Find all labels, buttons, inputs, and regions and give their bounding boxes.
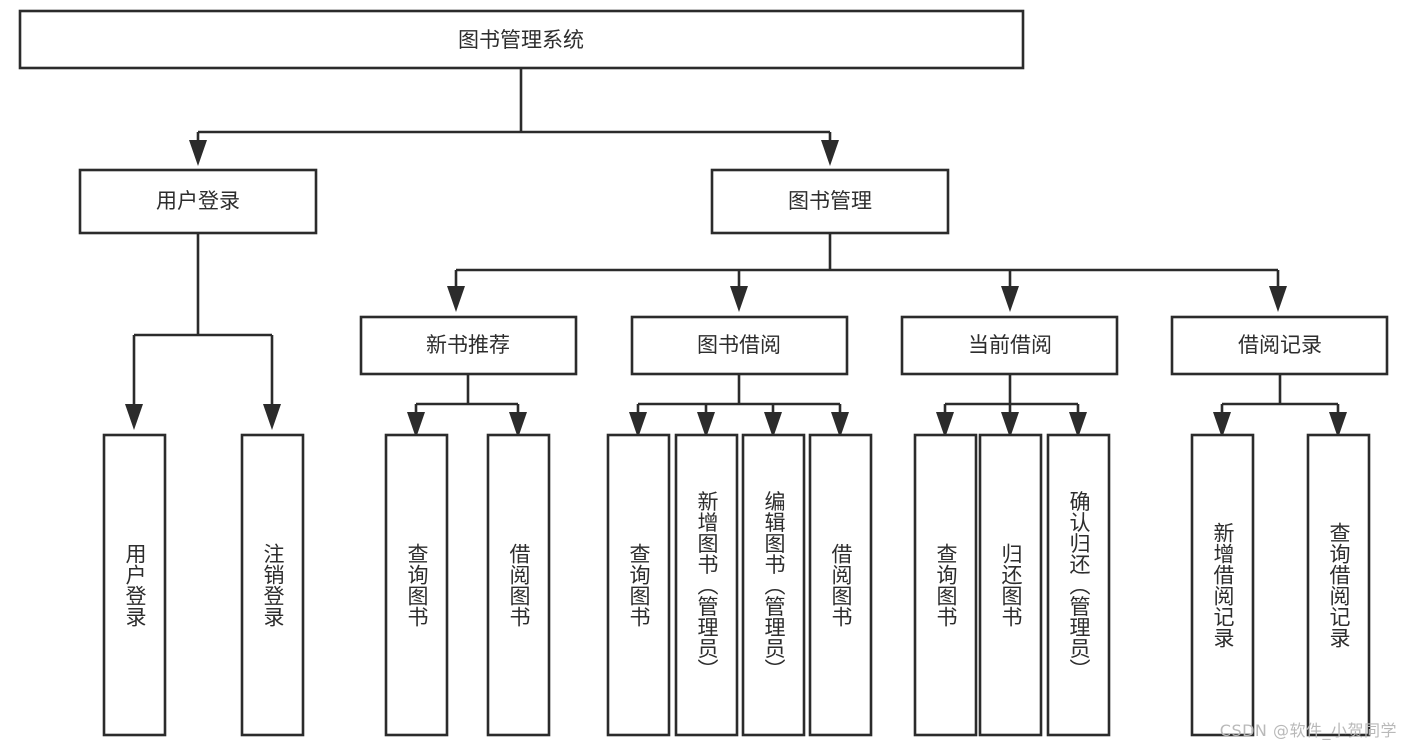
- node-leaf-query-book-3-label: 查询图书: [934, 543, 958, 627]
- node-current-borrow[interactable]: 当前借阅: [900, 315, 1119, 376]
- node-leaf-confirm-return-label: 确认归还（管理员）: [1067, 491, 1091, 680]
- node-leaf-confirm-return-box[interactable]: [1046, 433, 1111, 737]
- node-leaf-borrow-book-1-box[interactable]: [486, 433, 551, 737]
- node-leaf-query-record-box[interactable]: [1306, 433, 1371, 737]
- node-leaf-query-book-2-box[interactable]: [606, 433, 671, 737]
- arrow-to-leaf-user-logout: [263, 404, 281, 430]
- node-book-management-label: 图书管理: [788, 189, 872, 213]
- node-user-login-label: 用户登录: [156, 189, 240, 213]
- node-new-book-recommend[interactable]: 新书推荐: [359, 315, 578, 376]
- node-new-book-recommend-label: 新书推荐: [426, 333, 510, 357]
- node-leaf-query-record[interactable]: 查询借阅记录: [1306, 433, 1371, 737]
- node-root-label: 图书管理系统: [458, 28, 584, 52]
- node-leaf-borrow-book-2-box[interactable]: [808, 433, 873, 737]
- node-leaf-add-record[interactable]: 新增借阅记录: [1190, 433, 1255, 737]
- node-leaf-borrow-book-1[interactable]: 借阅图书: [486, 433, 551, 737]
- node-leaf-user-login-label: 用户登录: [123, 543, 147, 627]
- node-leaf-query-book-1-box[interactable]: [384, 433, 449, 737]
- node-leaf-user-logout[interactable]: 注销登录: [240, 433, 305, 737]
- node-leaf-query-book-1[interactable]: 查询图书: [384, 433, 449, 737]
- node-leaf-edit-book-box[interactable]: [741, 433, 806, 737]
- node-leaf-query-book-2-label: 查询图书: [627, 543, 651, 627]
- arrow-to-current-borrow: [1001, 286, 1019, 312]
- node-current-borrow-label: 当前借阅: [968, 333, 1052, 357]
- node-leaf-confirm-return[interactable]: 确认归还（管理员）: [1046, 433, 1111, 737]
- node-borrow-record[interactable]: 借阅记录: [1170, 315, 1389, 376]
- node-leaf-return-book-box[interactable]: [978, 433, 1043, 737]
- node-book-management[interactable]: 图书管理: [710, 168, 950, 235]
- node-borrow-record-box[interactable]: [1170, 315, 1389, 376]
- node-leaf-query-book-2[interactable]: 查询图书: [606, 433, 671, 737]
- node-leaf-add-book-label: 新增图书（管理员）: [695, 491, 719, 680]
- arrow-to-book-borrow: [730, 286, 748, 312]
- node-leaf-query-book-3-box[interactable]: [913, 433, 978, 737]
- node-root[interactable]: 图书管理系统: [18, 9, 1025, 70]
- node-leaf-add-record-box[interactable]: [1190, 433, 1255, 737]
- node-leaf-return-book[interactable]: 归还图书: [978, 433, 1043, 737]
- arrow-to-new-book-recommend: [447, 286, 465, 312]
- node-book-management-box[interactable]: [710, 168, 950, 235]
- node-leaf-query-record-label: 查询借阅记录: [1327, 522, 1351, 648]
- node-leaf-borrow-book-2-label: 借阅图书: [829, 543, 853, 627]
- node-leaf-user-logout-label: 注销登录: [261, 543, 285, 627]
- arrow-to-book-management: [821, 140, 839, 166]
- arrow-to-leaf-user-login: [125, 404, 143, 430]
- node-leaf-add-record-label: 新增借阅记录: [1211, 522, 1235, 648]
- node-leaf-add-book-box[interactable]: [674, 433, 739, 737]
- node-user-login-box[interactable]: [78, 168, 318, 235]
- node-borrow-record-label: 借阅记录: [1238, 333, 1322, 357]
- node-leaf-query-book-3[interactable]: 查询图书: [913, 433, 978, 737]
- node-book-borrow[interactable]: 图书借阅: [630, 315, 849, 376]
- node-leaf-query-book-1-label: 查询图书: [405, 543, 429, 627]
- arrow-to-user-login: [189, 140, 207, 166]
- node-leaf-add-book[interactable]: 新增图书（管理员）: [674, 433, 739, 737]
- node-leaf-return-book-label: 归还图书: [999, 543, 1023, 627]
- node-leaf-user-login-box[interactable]: [102, 433, 167, 737]
- node-leaf-borrow-book-1-label: 借阅图书: [507, 543, 531, 627]
- node-root-box[interactable]: [18, 9, 1025, 70]
- node-book-borrow-box[interactable]: [630, 315, 849, 376]
- node-leaf-edit-book-label: 编辑图书（管理员）: [762, 491, 786, 680]
- node-leaf-user-login[interactable]: 用户登录: [102, 433, 167, 737]
- node-leaf-borrow-book-2[interactable]: 借阅图书: [808, 433, 873, 737]
- node-leaf-edit-book[interactable]: 编辑图书（管理员）: [741, 433, 806, 737]
- node-new-book-recommend-box[interactable]: [359, 315, 578, 376]
- node-current-borrow-box[interactable]: [900, 315, 1119, 376]
- node-leaf-user-logout-box[interactable]: [240, 433, 305, 737]
- node-user-login[interactable]: 用户登录: [78, 168, 318, 235]
- node-book-borrow-label: 图书借阅: [697, 333, 781, 357]
- arrow-to-borrow-record: [1269, 286, 1287, 312]
- connector-layer: [132, 68, 1340, 412]
